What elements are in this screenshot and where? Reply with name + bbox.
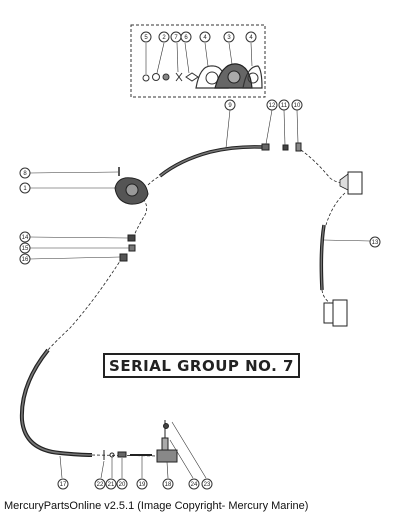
callout-7: 7	[170, 31, 182, 43]
callout-20: 20	[116, 478, 128, 490]
fittings-19-22	[103, 450, 152, 460]
callout-12: 12	[266, 99, 278, 111]
copyright-footer: MercuryPartsOnline v2.5.1 (Image Copyrig…	[4, 500, 309, 512]
callout-17: 17	[57, 478, 69, 490]
svg-text:19: 19	[139, 482, 146, 488]
fuel-pump	[114, 167, 149, 205]
callout-14: 14	[19, 231, 31, 243]
callout-15: 15	[19, 242, 31, 254]
svg-text:24: 24	[191, 482, 198, 488]
callout-13: 13	[369, 236, 381, 248]
callout-6: 6	[180, 31, 192, 43]
svg-text:22: 22	[97, 482, 104, 488]
svg-text:12: 12	[269, 103, 276, 109]
parts-diagram: 5 2 7 6 4 3 4 9 12 11 10 8 1 13 14 15 16…	[19, 24, 381, 490]
svg-text:13: 13	[372, 240, 379, 246]
svg-text:3: 3	[227, 35, 231, 41]
serial-group-banner: SERIAL GROUP NO. 7	[103, 353, 300, 378]
callout-22: 22	[94, 478, 106, 490]
callout-10: 10	[291, 99, 303, 111]
svg-text:15: 15	[22, 246, 29, 252]
svg-text:18: 18	[165, 482, 172, 488]
svg-text:10: 10	[294, 103, 301, 109]
svg-text:7: 7	[174, 35, 178, 41]
svg-text:14: 14	[22, 235, 29, 241]
callout-21: 21	[105, 478, 117, 490]
callout-4a: 4	[199, 31, 211, 43]
callout-8: 8	[19, 167, 31, 179]
small-parts-inset	[130, 24, 266, 98]
svg-text:4: 4	[203, 35, 207, 41]
callout-19: 19	[136, 478, 148, 490]
svg-text:20: 20	[119, 482, 126, 488]
callout-11: 11	[278, 99, 290, 111]
callout-labels: 5 2 7 6 4 3 4 9 12 11 10 8 1 13 14 15 16…	[19, 31, 381, 490]
leader-lines	[29, 109, 371, 479]
svg-text:1: 1	[23, 186, 27, 192]
callout-9: 9	[224, 99, 236, 111]
callout-18: 18	[162, 478, 174, 490]
svg-text:5: 5	[144, 35, 148, 41]
callout-23: 23	[201, 478, 213, 490]
svg-text:9: 9	[228, 103, 232, 109]
svg-text:2: 2	[162, 35, 166, 41]
hose-lines	[19, 142, 363, 463]
svg-text:17: 17	[60, 482, 67, 488]
callout-2: 2	[158, 31, 170, 43]
callout-24: 24	[188, 478, 200, 490]
svg-text:11: 11	[281, 103, 288, 109]
callout-5: 5	[140, 31, 152, 43]
svg-text:16: 16	[22, 257, 29, 263]
callout-1: 1	[19, 182, 31, 194]
svg-text:23: 23	[204, 482, 211, 488]
svg-text:8: 8	[23, 171, 27, 177]
fittings-14-16	[119, 234, 136, 262]
svg-text:6: 6	[184, 35, 188, 41]
svg-text:4: 4	[249, 35, 253, 41]
callout-16: 16	[19, 253, 31, 265]
callout-4b: 4	[245, 31, 257, 43]
callout-3: 3	[223, 31, 235, 43]
svg-text:21: 21	[108, 482, 115, 488]
